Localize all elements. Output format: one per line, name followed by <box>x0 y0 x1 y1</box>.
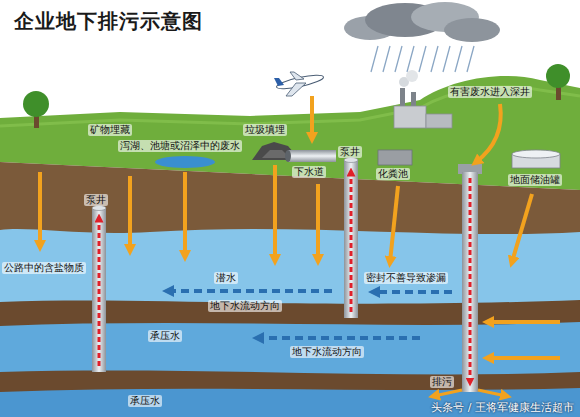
soil-layers <box>0 370 580 392</box>
callout-label: 承压水 <box>128 395 162 407</box>
callout-label: 地下水流动方向 <box>290 346 364 358</box>
well-flow-arrows <box>350 172 353 312</box>
rain-cloud <box>444 18 500 42</box>
ground-surface <box>0 87 580 126</box>
soil-layers <box>0 162 580 392</box>
factory <box>426 114 452 128</box>
septic-tank <box>378 150 412 165</box>
pollutant-arrows <box>488 356 560 360</box>
septic-tank <box>378 150 412 165</box>
water-layers <box>0 215 580 417</box>
pollutant-arrows <box>273 165 277 260</box>
callout-label: 排污 <box>430 376 454 388</box>
rain-cloud <box>431 46 438 72</box>
factory <box>406 70 418 82</box>
wells <box>462 172 478 392</box>
airplane <box>274 72 324 96</box>
factory <box>394 106 426 128</box>
wells <box>92 206 106 211</box>
pollutant-arrows <box>488 320 560 324</box>
pollutant-arrows <box>38 172 42 246</box>
callout-label: 有害废水进入深井 <box>448 86 532 98</box>
groundwater-flow-arrows <box>168 289 332 293</box>
oil-tank <box>512 150 560 168</box>
soil-layers <box>0 300 580 326</box>
rain-cloud <box>395 46 402 72</box>
airplane <box>290 72 304 80</box>
water-layers <box>0 215 580 417</box>
callout-label: 矿物埋藏 <box>88 124 132 136</box>
callout-label: 地下水流动方向 <box>208 300 282 312</box>
well-flow-arrows <box>99 172 470 382</box>
factory <box>400 88 405 108</box>
pollutant-arrows <box>316 184 320 260</box>
airplane <box>286 83 306 96</box>
wells <box>92 158 482 393</box>
airplane <box>274 78 284 86</box>
pollutant-arrows <box>478 390 506 396</box>
callout-label: 垃圾填埋 <box>243 124 287 136</box>
callout-label: 潜水 <box>214 272 238 284</box>
pollutant-arrows <box>434 390 462 396</box>
pollutant-arrows <box>310 96 314 138</box>
rain-cloud <box>344 2 500 72</box>
pollutant-arrows <box>40 96 560 396</box>
wells <box>344 158 358 163</box>
factory <box>411 92 416 108</box>
well-flow-arrows <box>98 218 101 366</box>
sewer-pipe <box>288 150 336 162</box>
callout-label: 泵井 <box>84 194 108 206</box>
rain-cloud <box>383 46 390 72</box>
trees <box>23 91 49 117</box>
pollutant-arrows <box>128 176 132 250</box>
wells <box>344 160 358 318</box>
callout-label: 公路中的含盐物质 <box>2 262 86 274</box>
sewer-pipe <box>285 150 291 162</box>
groundwater-flow-arrows <box>374 290 452 294</box>
rain-cloud <box>455 46 462 72</box>
diagram-title: 企业地下排污示意图 <box>14 8 203 35</box>
callout-label: 化粪池 <box>376 168 410 180</box>
soil-layers <box>0 162 580 234</box>
well-flow-arrows <box>469 178 472 382</box>
callout-label: 泵井 <box>338 146 362 158</box>
factory <box>394 70 452 128</box>
sewer-pipe <box>285 150 336 162</box>
pollutant-arrows <box>476 104 501 162</box>
callout-label: 地面储油罐 <box>508 174 562 186</box>
pollutant-arrows <box>512 194 532 262</box>
callout-label: 下水道 <box>292 166 326 178</box>
groundwater-flow-arrows <box>258 336 420 340</box>
watermark: 头条号 / 王将军健康生活超市 <box>431 401 574 414</box>
pond <box>155 156 215 168</box>
trees <box>546 64 570 88</box>
pollutant-arrows <box>183 172 187 256</box>
pollutant-arrows <box>390 186 398 262</box>
wells <box>92 208 106 372</box>
rain-cloud <box>419 46 426 72</box>
callout-label: 泻湖、池塘或沼泽中的废水 <box>118 140 242 152</box>
rain-cloud <box>407 46 414 72</box>
rain-cloud <box>467 46 474 72</box>
rain-cloud <box>371 46 474 72</box>
rain-cloud <box>371 46 378 72</box>
callout-label: 承压水 <box>148 330 182 342</box>
trees <box>23 64 570 128</box>
rain-cloud <box>443 46 450 72</box>
groundwater-flow-arrows <box>168 291 452 338</box>
water-layers <box>0 310 580 417</box>
callout-label: 密封不善导致渗漏 <box>364 272 448 284</box>
pond <box>155 156 215 168</box>
oil-tank <box>512 150 560 158</box>
